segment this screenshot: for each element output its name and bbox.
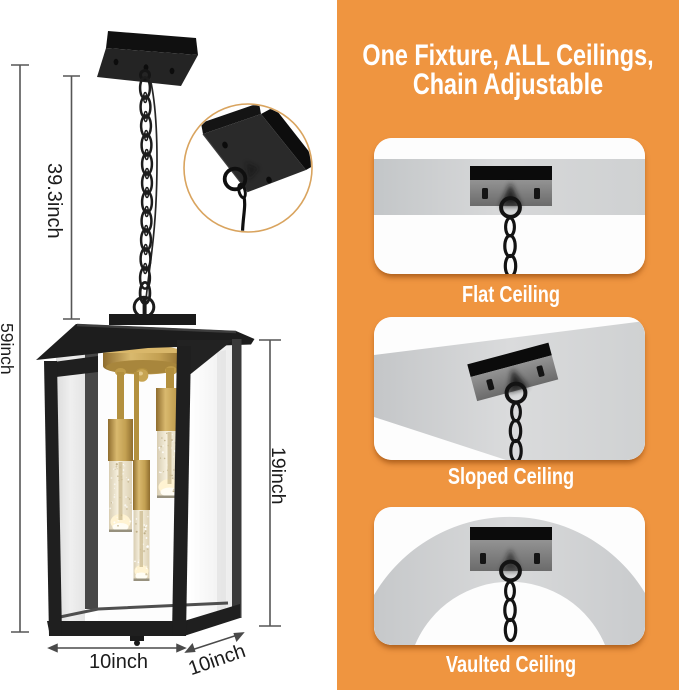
svg-text:19inch: 19inch (267, 447, 289, 504)
svg-text:10inch: 10inch (186, 640, 249, 680)
svg-text:59inch: 59inch (0, 323, 17, 375)
svg-text:39.3inch: 39.3inch (43, 163, 65, 239)
svg-text:10inch: 10inch (89, 651, 148, 673)
